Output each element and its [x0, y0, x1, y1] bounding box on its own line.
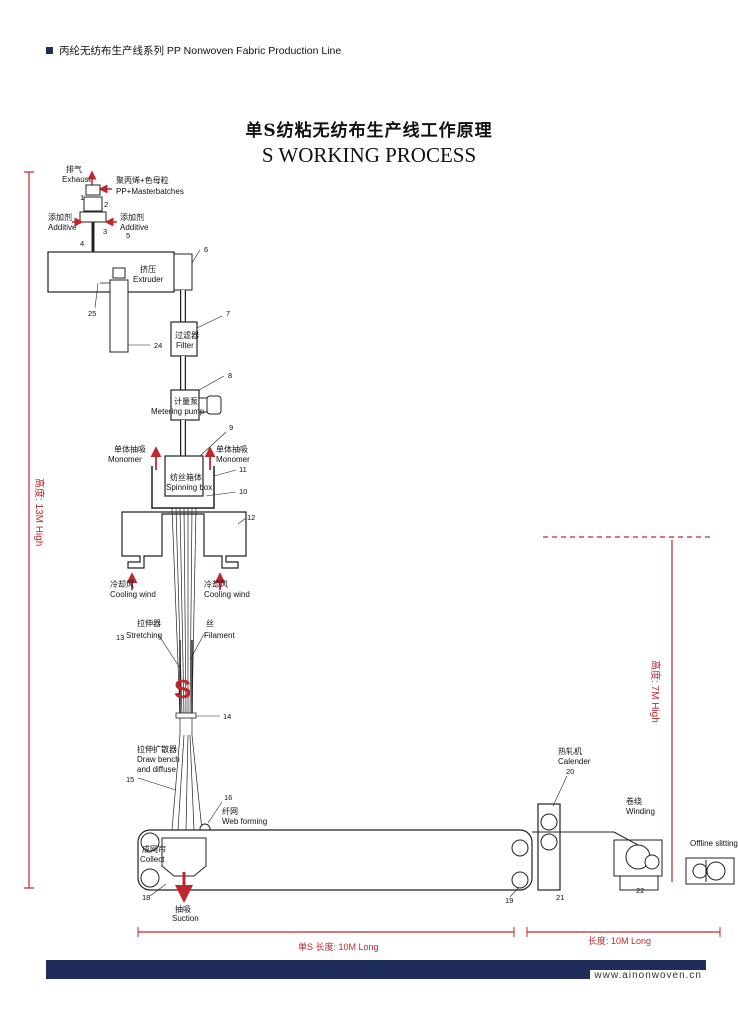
filament-cn: 丝 [206, 618, 214, 628]
calender-en: Calender [558, 757, 591, 766]
num-9: 9 [229, 423, 233, 432]
monomer-r-en: Monomer [216, 455, 250, 464]
num-25: 25 [88, 309, 96, 318]
suction-cn: 抽吸 [175, 904, 191, 914]
page-header: 丙纶无纺布生产线系列 PP Nonwoven Fabric Production… [46, 43, 341, 58]
length-10-label: 长度: 10M Long [588, 935, 651, 946]
filament-en: Filament [204, 631, 235, 640]
cooling-r-en: Cooling wind [204, 590, 250, 599]
num-1: 1 [80, 193, 84, 202]
header-square-icon [46, 47, 53, 54]
spinning-en: Spinning box [166, 483, 212, 492]
web-en: Web forming [222, 817, 267, 826]
num-7: 7 [226, 309, 230, 318]
winding-unit: 卷绕 Winding 22 [613, 796, 663, 895]
drawbench-en2: and diffuse [137, 765, 177, 774]
num-5: 5 [126, 231, 130, 240]
num-22: 22 [636, 886, 644, 895]
extruder: 5 挤压 Extruder 6 25 24 [47, 231, 208, 353]
num-16: 16 [224, 793, 232, 802]
drawbench-en1: Draw bench [137, 755, 180, 764]
s-mark: S [174, 674, 191, 704]
exhaust-en: Exhaust [62, 175, 92, 184]
calender-cn: 热轧机 [558, 746, 582, 756]
header-text: 丙纶无纺布生产线系列 PP Nonwoven Fabric Production… [59, 45, 342, 57]
spinning-box: 单体抽吸 Monomer 单体抽吸 Monomer 纺丝箱体 Spinning … [108, 423, 250, 509]
additive-r-en: Additive [120, 223, 149, 232]
additive-l-cn: 添加剂 [48, 212, 72, 222]
footer-url[interactable]: www.ainonwoven.cn [590, 970, 706, 981]
title-cn: 单S纺粘无纺布生产线工作原理 [245, 121, 493, 141]
footer-bar [46, 960, 706, 979]
offline-slitting: Offline slitting [685, 839, 738, 885]
stretching-en: Stretching [126, 631, 162, 640]
stretching-cn: 拉伸器 [137, 618, 161, 628]
num-14: 14 [223, 712, 231, 721]
num-21: 21 [556, 893, 564, 902]
extruder-en: Extruder [133, 275, 164, 284]
monomer-l-cn: 单体抽吸 [114, 444, 146, 454]
filament-bundle [171, 507, 203, 831]
filter-cn: 过滤器 [175, 330, 199, 340]
additive-l-en: Additive [48, 223, 77, 232]
length-dimensions: 单S 长度: 10M Long 长度: 10M Long [137, 927, 721, 952]
metering-cn: 计量泵 [174, 396, 198, 406]
num-2: 2 [104, 200, 108, 209]
additive-r-cn: 添加剂 [120, 212, 144, 222]
num-24: 24 [154, 341, 162, 350]
num-8: 8 [228, 371, 232, 380]
extruder-cn: 挤压 [140, 264, 156, 274]
suction-en: Suction [172, 914, 199, 923]
exhaust-cn: 排气 [66, 164, 82, 174]
title-en: S WORKING PROCESS [261, 143, 477, 167]
num-10: 10 [239, 487, 247, 496]
metering-pump: 计量泵 Metering pump 8 [151, 371, 232, 421]
num-11: 11 [239, 465, 247, 474]
calender: 热轧机 Calender 20 21 [532, 746, 614, 902]
num-4: 4 [80, 239, 84, 248]
web-cn: 纤网 [222, 806, 238, 816]
quench-chamber: 12 冷却风 Cooling wind 冷却风 Cooling wind [110, 511, 255, 599]
height-13-label: 高度: 13M High [33, 478, 46, 546]
length-10-single-label: 单S 长度: 10M Long [298, 941, 379, 952]
num-19: 19 [505, 896, 513, 905]
monomer-l-en: Monomer [108, 455, 142, 464]
height-7-dimension: 高度: 7M High [543, 536, 712, 882]
collect-conveyor: 成网帘 Collect 抽吸 Suction 18 19 [137, 829, 533, 923]
num-18: 18 [142, 893, 150, 902]
num-3: 3 [103, 227, 107, 236]
cooling-r-cn: 冷却风 [204, 579, 228, 589]
filter: 过滤器 Filter 7 [170, 309, 230, 357]
monomer-r-cn: 单体抽吸 [216, 444, 248, 454]
winding-en: Winding [626, 807, 655, 816]
spinning-cn: 纺丝箱体 [170, 472, 202, 482]
slitting-en: Offline slitting [690, 839, 738, 848]
cooling-l-en: Cooling wind [110, 590, 156, 599]
num-12: 12 [247, 513, 255, 522]
collect-cn: 成网帘 [142, 844, 166, 854]
num-20: 20 [566, 767, 574, 776]
collect-en: Collect [140, 855, 165, 864]
hopper-assembly: 排气 Exhaust 聚丙烯+色母粒 PP+Masterbatches 1 2 … [48, 164, 184, 252]
drawbench-cn: 拉伸扩散器 [137, 744, 177, 754]
num-6: 6 [204, 245, 208, 254]
winding-cn: 卷绕 [626, 796, 642, 806]
pp-en: PP+Masterbatches [116, 187, 184, 196]
height-13-dimension: 高度: 13M High [24, 171, 46, 889]
metering-en: Metering pump [151, 407, 205, 416]
pp-cn: 聚丙烯+色母粒 [116, 175, 169, 185]
num-13: 13 [116, 633, 124, 642]
filter-en: Filter [176, 341, 194, 350]
height-7-label: 高度: 7M High [649, 660, 662, 723]
num-15: 15 [126, 775, 134, 784]
cooling-l-cn: 冷却风 [110, 579, 134, 589]
